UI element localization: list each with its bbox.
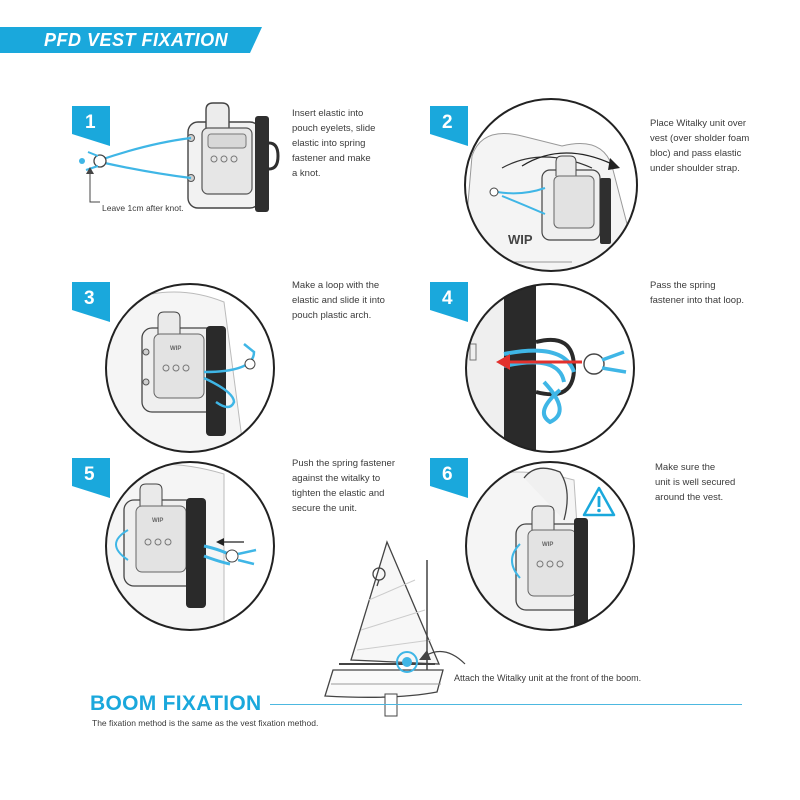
- step-1-note: Leave 1cm after knot.: [102, 203, 184, 213]
- step-6-illustration: WIP: [465, 461, 635, 631]
- step-3-logo: WIP: [170, 346, 181, 352]
- warning-icon: [582, 486, 616, 517]
- step-5-badge: 5: [72, 458, 110, 503]
- header-banner: [0, 27, 262, 53]
- boom-fixation-subtitle: The fixation method is the same as the v…: [92, 718, 319, 728]
- step-2-badge: 2: [430, 106, 468, 151]
- boom-attach-note: Attach the Witalky unit at the front of …: [454, 673, 642, 683]
- step-3-illustration: WIP: [105, 283, 275, 453]
- boom-fixation-title: BOOM FIXATION: [90, 692, 262, 715]
- step-1-badge: 1: [72, 106, 110, 151]
- sailboat-illustration: [324, 540, 466, 717]
- step-5-illustration: WIP: [105, 461, 275, 631]
- step-4-illustration: [465, 283, 635, 453]
- step-3-badge: 3: [72, 282, 110, 327]
- step-5-logo: WIP: [152, 518, 163, 524]
- step-2-illustration: WIP: [464, 98, 638, 272]
- boom-divider: [270, 704, 742, 705]
- step-2-logo: WIP: [508, 232, 533, 247]
- page-title: PFD VEST FIXATION: [44, 30, 229, 50]
- step-4-badge: 4: [430, 282, 468, 327]
- step-6-badge: 6: [430, 458, 468, 503]
- step-1-illustration: [79, 102, 280, 212]
- step-6-logo: WIP: [542, 542, 553, 548]
